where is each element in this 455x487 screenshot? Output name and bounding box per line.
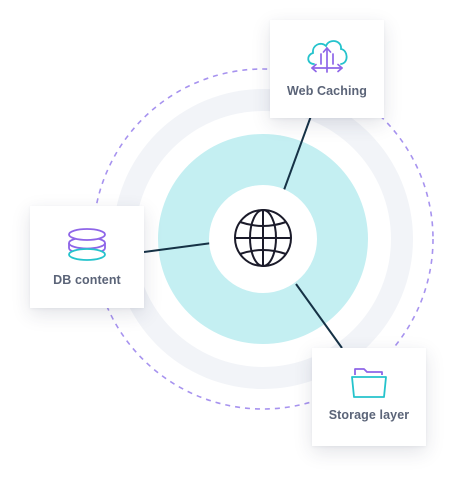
db-content-label: DB content <box>53 273 121 287</box>
web-caching-card: Web Caching <box>270 20 384 118</box>
storage-layer-card: Storage layer <box>312 348 426 446</box>
database-icon <box>68 228 106 261</box>
cloud-sync-icon <box>307 40 348 73</box>
db-content-card: DB content <box>30 206 144 308</box>
connector-storage-layer <box>295 283 343 349</box>
connector-db-content <box>143 242 213 253</box>
folder-icon <box>351 368 387 398</box>
connector-web-caching <box>283 115 312 191</box>
web-caching-label: Web Caching <box>286 84 368 98</box>
globe-icon <box>234 209 292 267</box>
storage-layer-label: Storage layer <box>328 408 410 422</box>
